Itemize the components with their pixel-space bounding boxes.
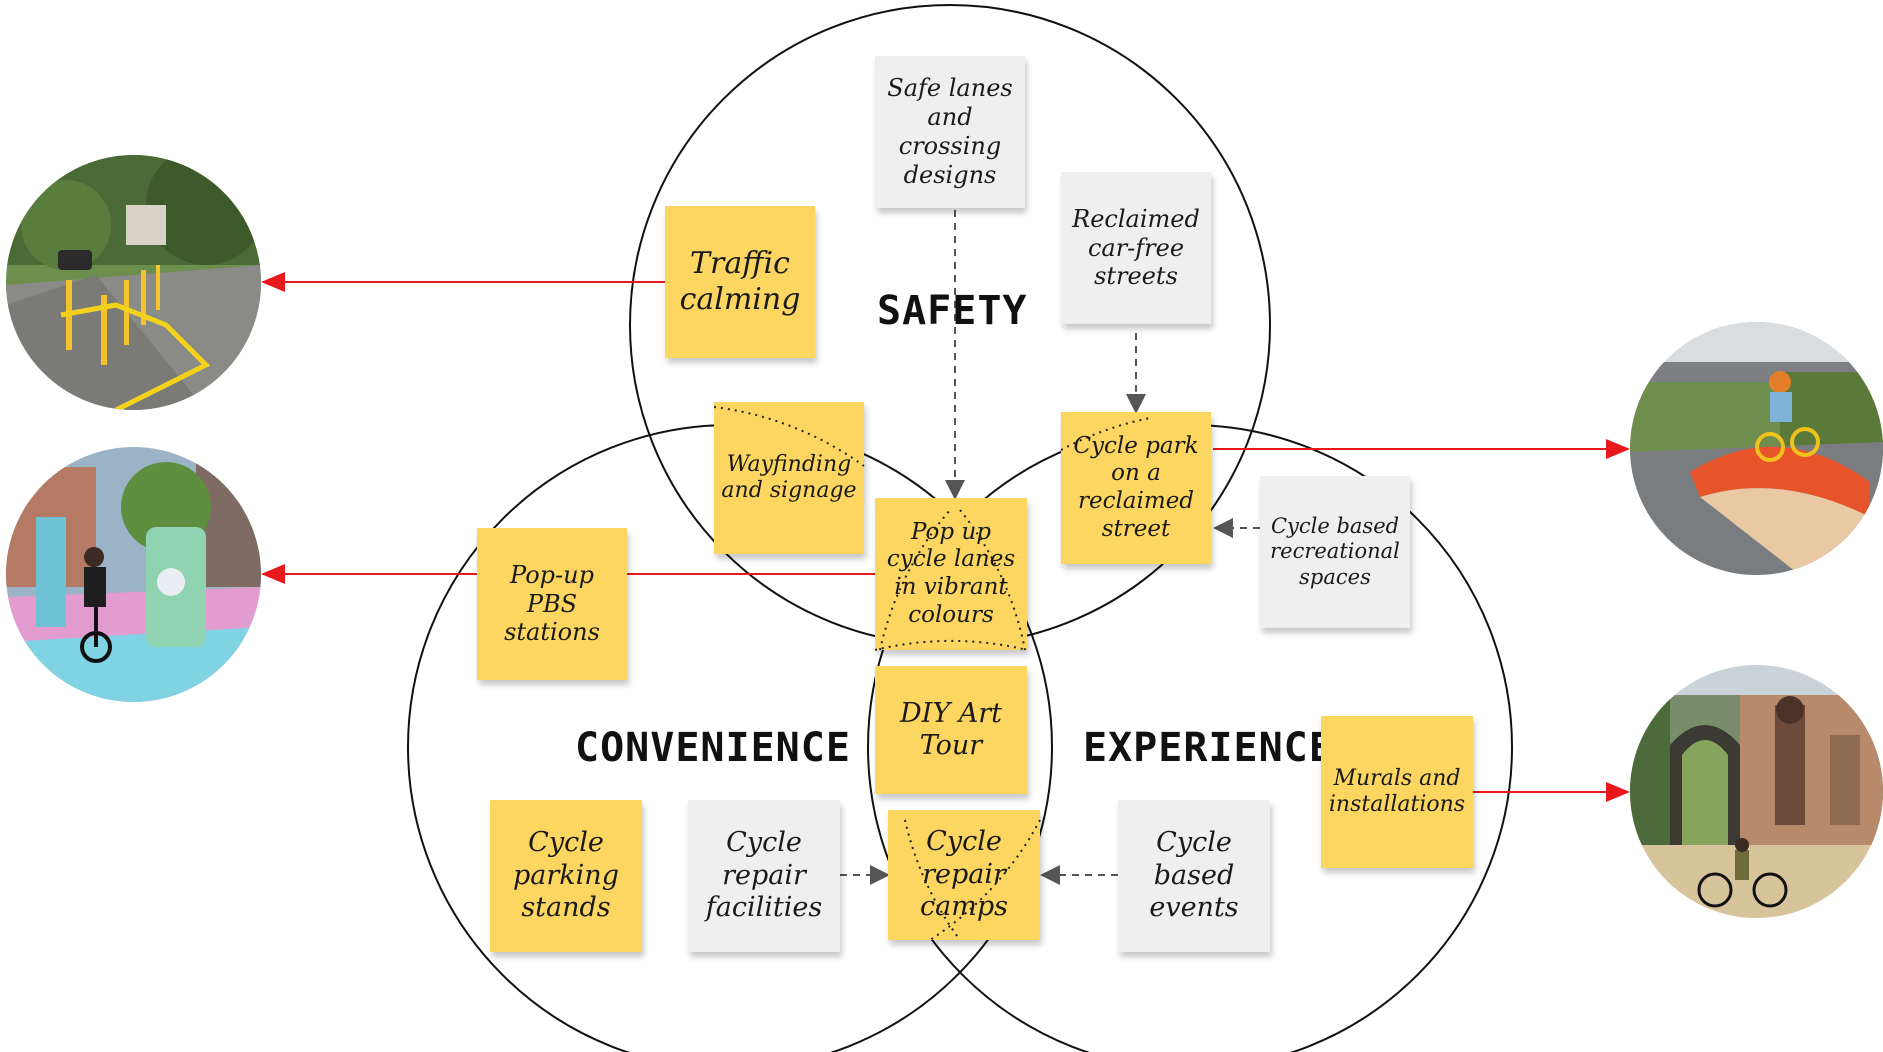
note-murals: Murals and installations [1321,716,1473,868]
note-popup-pbs: Pop-up PBS stations [477,528,627,680]
note-repair-camps: Cycle repair camps [888,810,1040,940]
note-traffic-calming: Traffic calming [665,206,815,358]
note-safe-lanes: Safe lanes and crossing designs [875,56,1025,208]
experience-label: EXPERIENCE [1083,725,1334,771]
colourful-plaza-cyclist-photo [6,447,261,702]
note-reclaimed-streets: Reclaimed car-free streets [1061,172,1211,324]
mural-wall-cyclist-photo [1630,665,1883,918]
safety-label: SAFETY [877,288,1028,334]
child-cycling-ramp-photo [1630,322,1883,575]
convenience-label: CONVENIENCE [575,725,851,771]
note-diy-art: DIY Art Tour [875,666,1027,794]
note-recreational-spaces: Cycle based recreational spaces [1260,476,1410,628]
note-parking-stands: Cycle parking stands [490,800,642,952]
note-popup-lanes: Pop up cycle lanes in vibrant colours [875,498,1027,650]
note-repair-facilities: Cycle repair facilities [688,800,840,952]
note-wayfinding: Wayfinding and signage [714,402,864,554]
street-bollards-photo [6,155,261,410]
note-cycle-park: Cycle park on a reclaimed street [1061,412,1211,564]
note-cycle-events: Cycle based events [1118,800,1270,952]
